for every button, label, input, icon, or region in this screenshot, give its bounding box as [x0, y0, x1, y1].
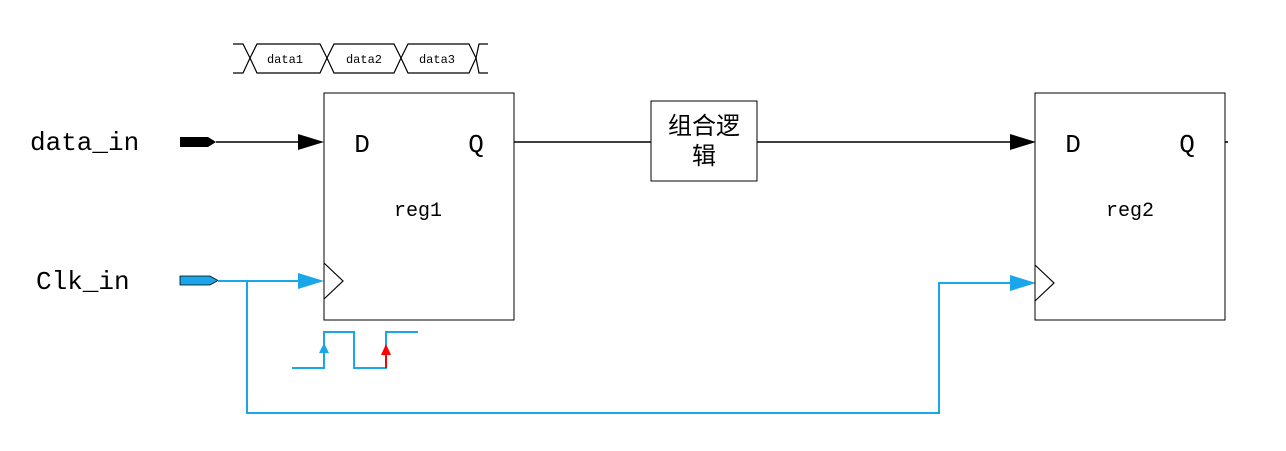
data-in-label: data_in: [30, 128, 139, 158]
reg2-box: [1034, 92, 1226, 321]
rising-edge-arrow-2: [381, 344, 391, 355]
data-in-arrow: [298, 134, 324, 150]
clk-in-port: [179, 275, 219, 286]
data-slot-label-1: data1: [267, 53, 303, 67]
clk-in-label: Clk_in: [36, 267, 130, 297]
reg2-d-label: D: [1065, 130, 1081, 160]
register-reg1: D Q reg1: [323, 92, 515, 321]
reg1-d-label: D: [354, 130, 370, 160]
register-reg2: D Q reg2: [1034, 92, 1226, 321]
clock-wave-trace: [292, 331, 418, 369]
reg2-q-label: Q: [1179, 130, 1195, 160]
reg2-clock-triangle: [1034, 264, 1055, 302]
reg1-box: [323, 92, 515, 321]
data-slot-label-3: data3: [419, 53, 455, 67]
logic-box: [650, 100, 758, 182]
clk-wire-reg2: [246, 281, 1012, 414]
reg1-name: reg1: [394, 200, 442, 223]
reg2-d-arrow: [1010, 134, 1036, 150]
data-slot-label-2: data2: [346, 53, 382, 67]
clock-waveform: [292, 331, 418, 369]
reg2-name: reg2: [1106, 200, 1154, 223]
data-bus-timing: data1 data2 data3: [233, 43, 488, 74]
logic-label-line1: 组合逻: [668, 112, 740, 140]
bus-left-end: [233, 43, 251, 74]
rising-edge-arrow-1: [319, 343, 329, 353]
clk-arrow-reg1: [298, 273, 324, 289]
reg1-q-label: Q: [468, 130, 484, 160]
reg1-clock-triangle: [323, 262, 344, 300]
clk-arrow-reg2: [1010, 275, 1036, 291]
combinational-logic-block: 组合逻 辑: [650, 100, 758, 182]
data-in-port: [180, 137, 216, 147]
logic-label-line2: 辑: [692, 142, 716, 170]
bus-right-end: [475, 43, 488, 74]
